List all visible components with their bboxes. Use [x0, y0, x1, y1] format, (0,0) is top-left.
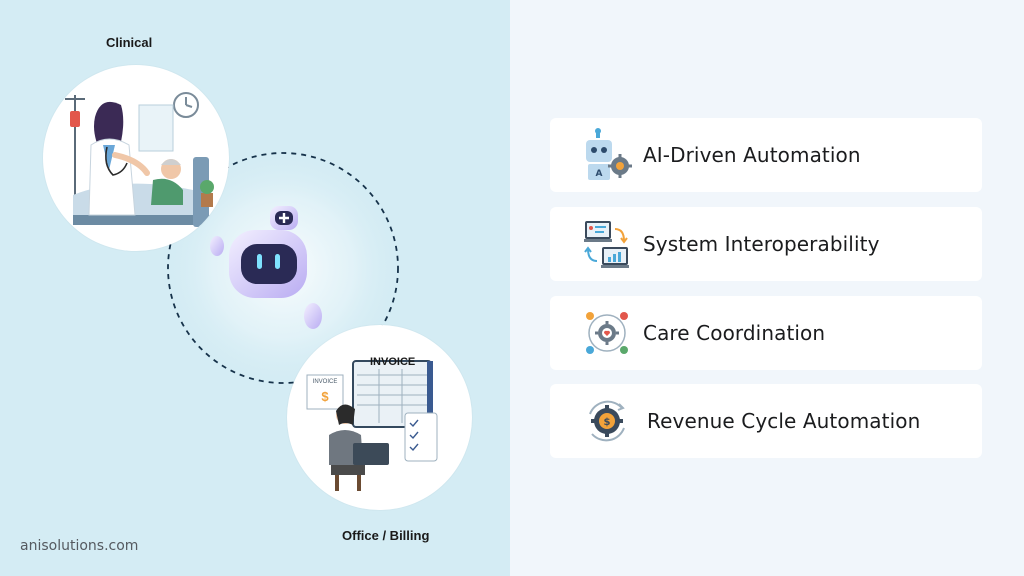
robot-gear-icon: A	[586, 128, 632, 180]
team-gear-heart-icon	[586, 312, 628, 354]
feature-card-interoperability: System Interoperability	[550, 207, 982, 281]
right-features-panel	[510, 0, 1024, 576]
feature-card-revenue-cycle: $ Revenue Cycle Automation	[550, 384, 982, 458]
robot-mascot-icon	[210, 206, 322, 329]
clinical-label: Clinical	[106, 35, 153, 50]
invoice-heading: INVOICE	[370, 356, 416, 368]
dollar-gear-cycle-icon: $	[589, 400, 625, 442]
feature-label: System Interoperability	[643, 232, 880, 256]
feature-card-care-coordination: Care Coordination	[550, 296, 982, 370]
site-url: anisolutions.com	[20, 538, 139, 554]
feature-label: Revenue Cycle Automation	[647, 409, 921, 433]
dollar-symbol: $	[321, 389, 329, 404]
svg-text:A: A	[596, 169, 603, 179]
feature-card-ai-automation: A AI-Driven Automation	[550, 118, 982, 192]
small-invoice-label: INVOICE	[313, 379, 338, 385]
feature-label: Care Coordination	[643, 321, 826, 345]
office-billing-illustration: INVOICE $	[287, 325, 472, 510]
svg-text:$: $	[604, 417, 611, 428]
feature-label: AI-Driven Automation	[643, 143, 861, 167]
clinical-illustration	[43, 65, 229, 251]
sync-screens-icon	[584, 221, 629, 268]
office-billing-label: Office / Billing	[342, 528, 430, 543]
